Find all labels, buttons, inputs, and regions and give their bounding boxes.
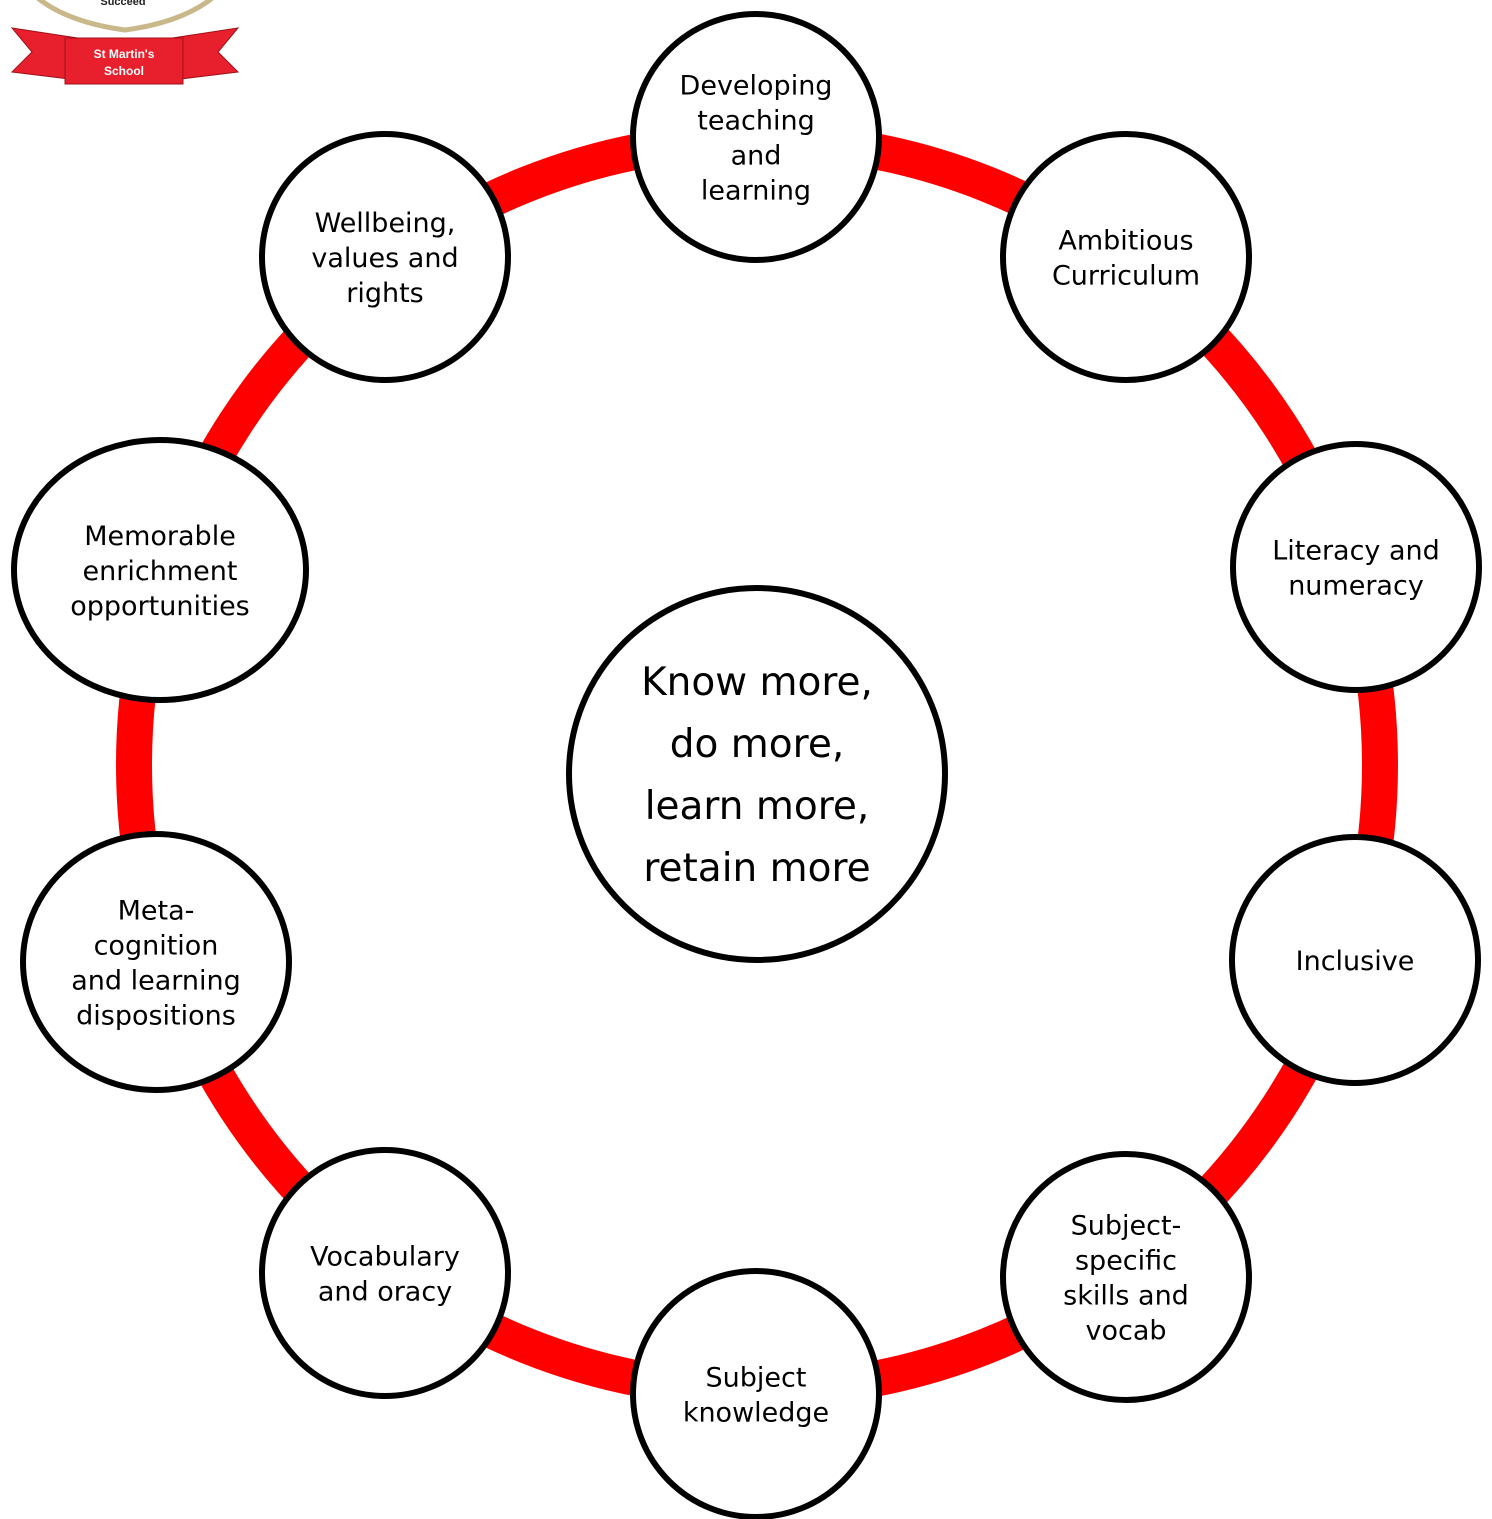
- center-label: Know more, do more, learn more, retain more: [641, 660, 873, 891]
- center-label-line: do more,: [670, 722, 844, 767]
- node-label-line: Curriculum: [1052, 261, 1200, 292]
- node-label-line: learning: [701, 176, 811, 207]
- node-label: Developing teaching and learning: [680, 71, 833, 207]
- node-circle: [259, 131, 511, 383]
- logo-school-name-line1: St Martin's: [94, 47, 155, 61]
- node-literacy-numeracy: Literacy and numeracy: [1230, 441, 1482, 693]
- node-wellbeing-values: Wellbeing, values and rights: [259, 131, 511, 383]
- node-label: Vocabulary and oracy: [310, 1242, 460, 1308]
- node-label-line: Developing: [680, 71, 833, 102]
- node-label-line: Ambitious: [1058, 226, 1193, 257]
- node-label-line: rights: [346, 278, 424, 309]
- node-label-line: cognition: [94, 931, 219, 962]
- node-label: Literacy and numeracy: [1272, 536, 1440, 602]
- node-label-line: numeracy: [1288, 571, 1424, 602]
- node-label-line: Vocabulary: [310, 1242, 460, 1273]
- node-label-line: Memorable: [84, 521, 236, 552]
- node-label-line: values and: [311, 243, 458, 274]
- node-label-line: Inclusive: [1296, 946, 1415, 977]
- node-memorable-enrichment: Memorable enrichment opportunities: [11, 437, 309, 703]
- node-metacognition: Meta-cognition and learning dispositions: [20, 831, 292, 1093]
- center-label-line: learn more,: [645, 784, 870, 829]
- node-label-line: Subject-: [1071, 1211, 1182, 1242]
- center-node: Know more, do more, learn more, retain more: [566, 585, 948, 963]
- node-label-line: and oracy: [318, 1277, 452, 1308]
- node-label: Subject knowledge: [683, 1363, 829, 1429]
- node-circle: [1230, 441, 1482, 693]
- center-circle: [566, 585, 948, 963]
- node-developing-teaching: Developing teaching and learning: [630, 11, 882, 263]
- node-label-line: vocab: [1085, 1316, 1166, 1347]
- node-label: Meta-cognition and learning dispositions: [71, 896, 241, 1032]
- node-label-line: Subject: [706, 1363, 807, 1394]
- node-label-line: skills and: [1063, 1281, 1189, 1312]
- node-label-line: opportunities: [70, 591, 250, 622]
- node-label-line: and learning: [71, 966, 241, 997]
- node-circle: [630, 1268, 882, 1519]
- center-label-line: retain more: [643, 846, 870, 891]
- node-label-line: and: [731, 141, 782, 172]
- node-circle: [1000, 1151, 1252, 1403]
- node-label-line: dispositions: [76, 1001, 236, 1032]
- node-label: Subject-specific skills and vocab: [1063, 1211, 1189, 1347]
- banner-right-tail: [171, 27, 240, 81]
- node-label: Memorable enrichment opportunities: [70, 521, 250, 622]
- node-inclusive: Inclusive: [1229, 834, 1481, 1086]
- banner-icon: [10, 27, 79, 81]
- node-label: Wellbeing, values and rights: [311, 208, 458, 309]
- logo-school-name-line2: School: [104, 64, 144, 78]
- node-label-line: knowledge: [683, 1398, 829, 1429]
- node-label-line: teaching: [697, 106, 814, 137]
- node-circle: [11, 437, 309, 703]
- logo-motto: Succeed: [100, 0, 145, 8]
- node-label-line: Wellbeing,: [315, 208, 456, 239]
- node-circle: [630, 11, 882, 263]
- center-label-line: Know more,: [641, 660, 873, 705]
- node-label-line: Literacy and: [1272, 536, 1440, 567]
- node-subject-specific-skills: Subject-specific skills and vocab: [1000, 1151, 1252, 1403]
- node-label-line: specific: [1075, 1246, 1177, 1277]
- node-label-line: Meta-: [118, 896, 195, 927]
- node-label: Inclusive: [1296, 946, 1415, 977]
- node-circle: [20, 831, 292, 1093]
- node-circle: [259, 1147, 511, 1399]
- node-subject-knowledge: Subject knowledge: [630, 1268, 882, 1519]
- node-circle: [1229, 834, 1481, 1086]
- node-vocabulary-oracy: Vocabulary and oracy: [259, 1147, 511, 1399]
- node-label-line: enrichment: [83, 556, 238, 587]
- school-logo: Succeed St Martin's School: [10, 0, 240, 85]
- crest-shield-icon: [36, 0, 214, 33]
- node-circle: [1000, 131, 1252, 383]
- banner-center: [64, 37, 184, 85]
